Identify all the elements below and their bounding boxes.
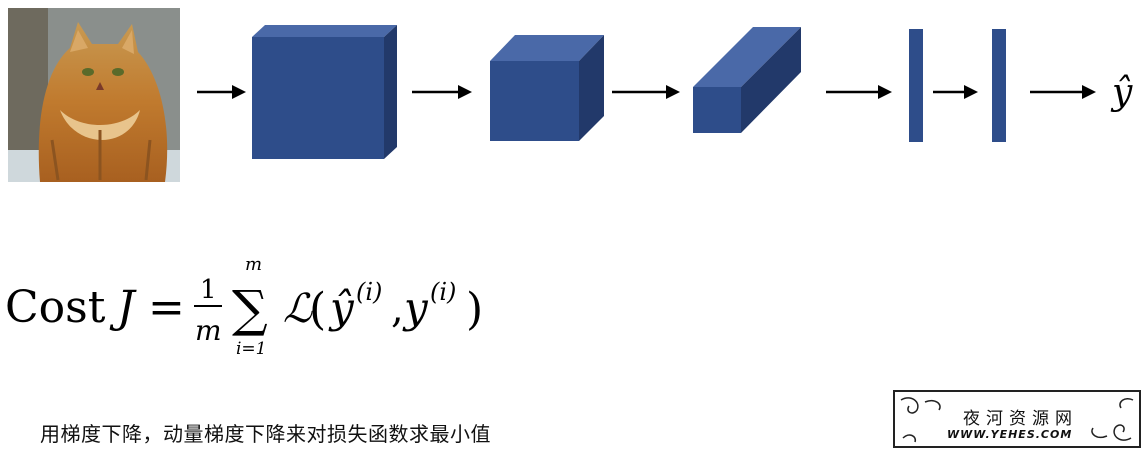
fc-layer-1 [909,29,923,142]
arrow-3 [612,85,680,99]
cost-J: J [109,282,137,333]
arrow-5 [933,85,978,99]
caption-text: 用梯度下降，动量梯度下降来对损失函数求最小值 [40,422,491,446]
conv-block-3 [693,27,801,133]
watermark-title: 夜河资源网 [963,409,1078,429]
arrow-6 [1030,85,1096,99]
arrow-4 [826,85,892,99]
open-paren: ( [309,284,326,335]
loss-symbol: ℒ [283,286,313,332]
conv-block-2 [490,35,604,141]
arrow-1 [197,85,246,99]
cost-word: Cost [5,282,106,333]
sum-sigma: ∑ [232,280,268,338]
fc-layer-2 [992,29,1006,142]
arrow-2 [412,85,472,99]
y-term: y [402,283,429,332]
close-paren: ) [466,284,483,335]
y-hat-term: ŷ [328,283,355,332]
conv-block-1 [252,25,397,159]
output-y-hat: ŷ [1110,72,1133,113]
y-superscript: (i) [430,278,456,306]
fraction-numerator: 1 [200,275,217,305]
y-hat-superscript: (i) [356,278,382,306]
input-cat-image [8,8,180,182]
fraction-denominator: m [195,314,222,347]
sum-upper-limit: m [245,254,262,275]
ornament-flourish-icon [900,397,1134,443]
watermark-url: WWW.YEHES.COM [947,428,1073,441]
sum-lower-limit: i=1 [236,339,267,359]
comma: , [391,286,404,332]
equals-sign: = [148,282,185,333]
cost-formula: Cost J = 1 m m ∑ i=1 ℒ ( ŷ (i) , y (i) ) [5,254,483,359]
watermark-badge: 夜河资源网 WWW.YEHES.COM [893,390,1141,448]
